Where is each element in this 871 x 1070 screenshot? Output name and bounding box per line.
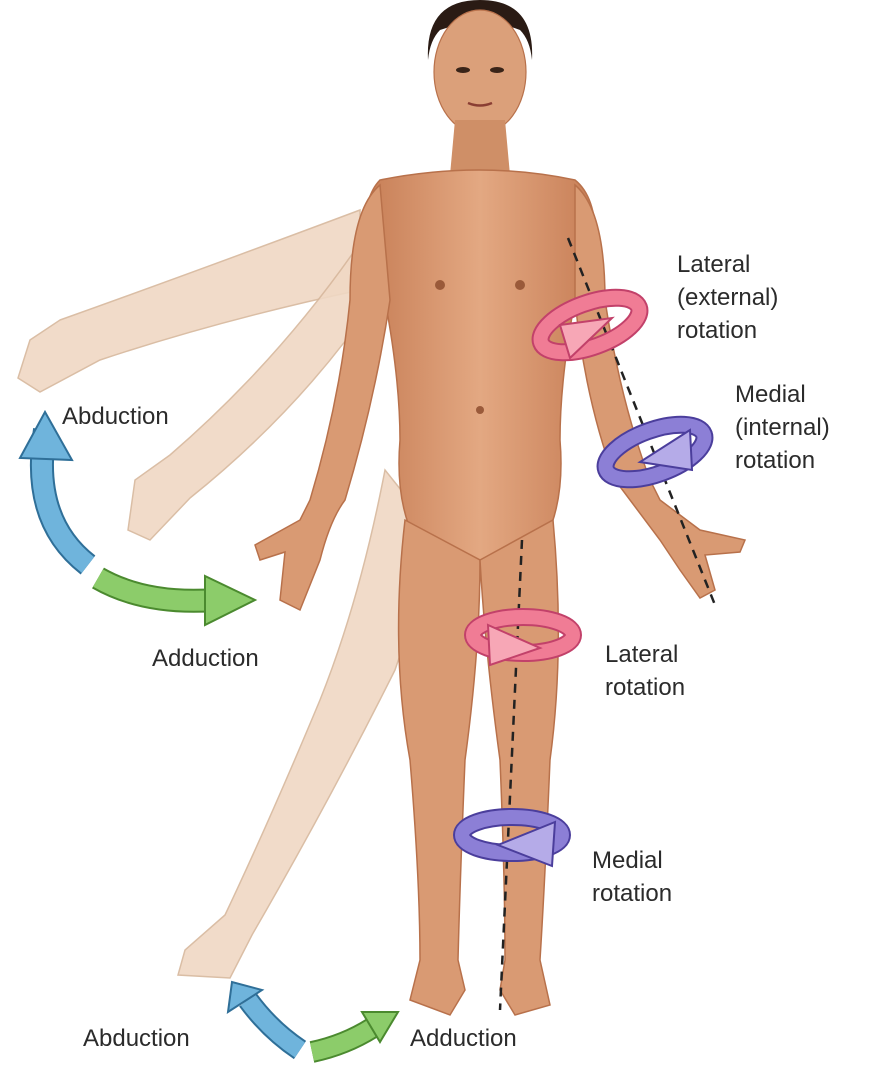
leg-adduction-arrow xyxy=(312,1012,398,1052)
navel xyxy=(476,406,484,414)
head xyxy=(434,10,526,134)
arm-right xyxy=(575,185,745,598)
eye-right xyxy=(490,67,504,73)
leg-abduction-label: Abduction xyxy=(83,1022,190,1055)
neck xyxy=(450,120,510,175)
chest-detail-right xyxy=(515,280,525,290)
arm-abduction-label: Abduction xyxy=(62,400,169,433)
leg-adduction-label: Adduction xyxy=(410,1022,517,1055)
chest-detail-left xyxy=(435,280,445,290)
eye-left xyxy=(456,67,470,73)
arm-adduction-arrow xyxy=(98,576,255,625)
leg-abduction-arrow xyxy=(228,982,300,1050)
leg-lateral-rotation-label: Lateral rotation xyxy=(605,638,685,704)
leg-medial-rotation-arrow xyxy=(462,817,562,866)
leg-left xyxy=(399,520,480,1015)
arm-lateral-rotation-label: Lateral (external) rotation xyxy=(677,248,778,347)
arm-medial-rotation-label: Medial (internal) rotation xyxy=(735,378,830,477)
leg-medial-rotation-label: Medial rotation xyxy=(592,844,672,910)
arm-abduction-arrow xyxy=(20,412,88,565)
arm-adduction-label: Adduction xyxy=(152,642,259,675)
